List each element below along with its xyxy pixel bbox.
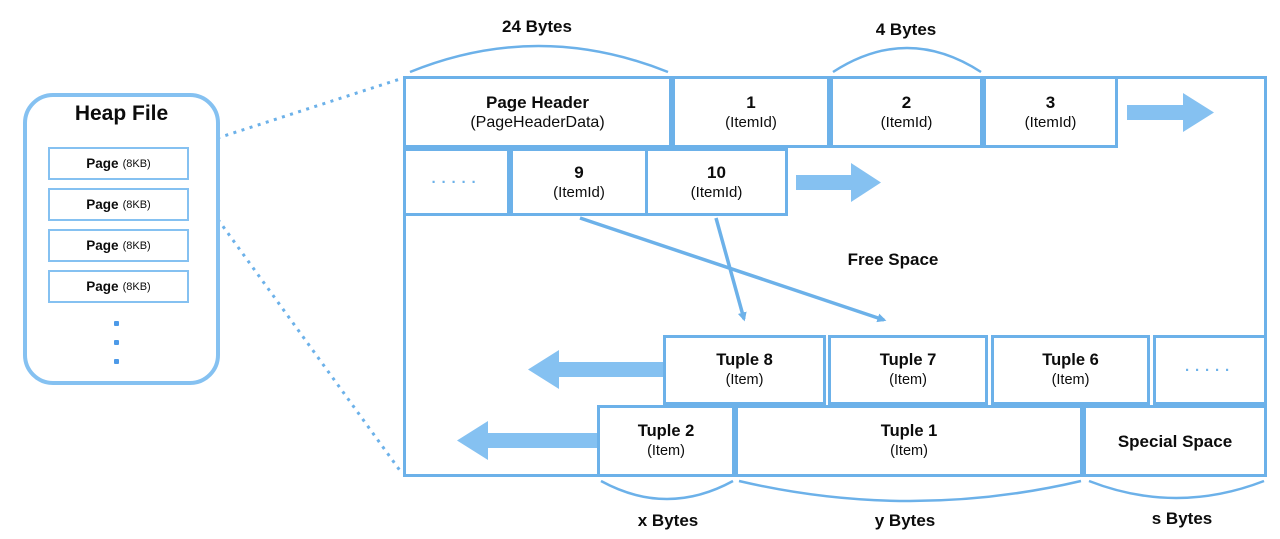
cell-subtitle: (ItemId): [553, 184, 605, 201]
cell-title: Tuple 1: [880, 422, 938, 440]
cell-title: 2: [901, 93, 912, 112]
heap-to-page-top-dotted-line: [192, 77, 401, 148]
page-label: Page: [86, 197, 119, 212]
cell-subtitle: (Item): [647, 443, 685, 459]
tuple-x-size-label: x Bytes: [637, 511, 699, 530]
itemid-size-arc: [832, 46, 982, 74]
itemid-cell-1: 1 (ItemId): [672, 76, 830, 148]
itemid-cell-9: 9 (ItemId): [510, 148, 648, 216]
itemid-cell-3: 3 (ItemId): [983, 76, 1118, 148]
page-label: Page: [86, 156, 119, 171]
page-size-label: (8KB): [122, 280, 151, 293]
cell-title: Special Space: [1117, 431, 1233, 451]
tuple-grow-arrow-icon: [528, 350, 665, 389]
cell-subtitle: (ItemId): [725, 114, 777, 131]
tuple-grow-arrow2-icon: [457, 421, 597, 460]
page-size-label: (8KB): [122, 198, 151, 211]
itemid-ellipsis-cell: ·····: [403, 148, 510, 216]
itemid9-to-tuple7-arrow: [579, 216, 887, 323]
heap-page-box-2: Page (8KB): [48, 188, 189, 221]
page-size-label: (8KB): [122, 239, 151, 252]
cell-title: 3: [1045, 93, 1056, 112]
cell-title: Tuple 2: [637, 422, 695, 440]
heap-page-box-4: Page (8KB): [48, 270, 189, 303]
cell-subtitle: (ItemId): [690, 184, 743, 201]
header-size-arc: [409, 44, 669, 74]
vertical-ellipsis-icon: [114, 321, 119, 378]
special-size-arc: [1088, 479, 1265, 500]
cell-subtitle: (Item): [889, 372, 927, 388]
header-size-label: 24 Bytes: [502, 17, 572, 36]
ellipsis-dots: ·····: [431, 173, 482, 191]
cell-title: Tuple 8: [716, 351, 773, 369]
tuple-1-cell: Tuple 1 (Item): [735, 405, 1083, 477]
tuple-y-size-arc: [738, 479, 1082, 503]
cell-subtitle: (PageHeaderData): [470, 114, 605, 131]
cell-subtitle: (ItemId): [880, 114, 933, 131]
special-size-label: s Bytes: [1151, 509, 1213, 528]
heap-page-box-3: Page (8KB): [48, 229, 189, 262]
tuple-x-size-arc: [600, 479, 734, 501]
itemid-grow-arrow2-icon: [796, 163, 881, 202]
heap-to-page-bottom-dotted-line: [191, 184, 403, 473]
tuple-7-cell: Tuple 7 (Item): [828, 335, 988, 405]
tuple-y-size-label: y Bytes: [874, 511, 936, 530]
itemid-grow-arrow-icon: [1127, 93, 1214, 132]
tuple-6-cell: Tuple 6 (Item): [991, 335, 1150, 405]
tuple-ellipsis-cell: ·····: [1153, 335, 1267, 405]
itemid-size-label: 4 Bytes: [875, 20, 937, 39]
itemid-cell-2: 2 (ItemId): [830, 76, 983, 148]
page-size-label: (8KB): [122, 157, 151, 170]
cell-subtitle: (ItemId): [1024, 114, 1077, 131]
cell-subtitle: (Item): [890, 443, 928, 459]
special-space-cell: Special Space: [1083, 405, 1267, 477]
heap-page-box-1: Page (8KB): [48, 147, 189, 180]
cell-title: Page Header: [486, 93, 589, 112]
itemid-cell-10: 10 (ItemId): [645, 148, 788, 216]
page-label: Page: [86, 279, 119, 294]
cell-title: Tuple 6: [1042, 351, 1099, 369]
page-header-cell: Page Header (PageHeaderData): [403, 76, 672, 148]
cell-title: 9: [574, 163, 584, 182]
tuple-2-cell: Tuple 2 (Item): [597, 405, 735, 477]
cell-subtitle: (Item): [1051, 372, 1090, 388]
cell-subtitle: (Item): [725, 372, 764, 388]
ellipsis-dots: ·····: [1185, 361, 1235, 379]
cell-title: 10: [707, 163, 726, 182]
tuple-8-cell: Tuple 8 (Item): [663, 335, 826, 405]
page-label: Page: [86, 238, 119, 253]
itemid10-to-tuple8-arrow: [714, 217, 747, 322]
cell-title: Tuple 7: [879, 351, 937, 369]
free-space-label: Free Space: [847, 250, 939, 269]
heap-file-title: Heap File: [74, 102, 169, 125]
cell-title: 1: [746, 93, 756, 112]
